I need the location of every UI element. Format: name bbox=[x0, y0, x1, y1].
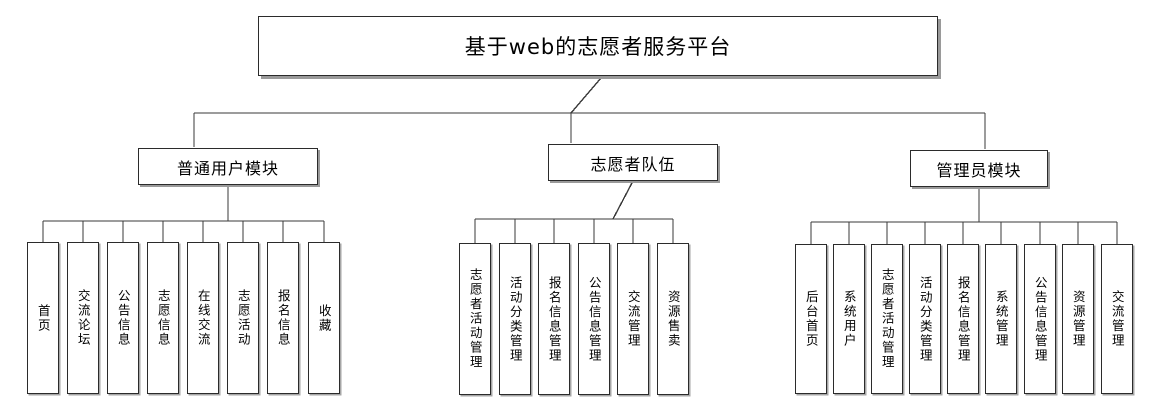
leaf-node-label: 报名信息 bbox=[275, 289, 291, 347]
leaf-node-label: 资源管理 bbox=[1070, 290, 1086, 348]
leaf-node-label: 资源售卖 bbox=[665, 290, 681, 348]
leaf-node[interactable]: 在线交流 bbox=[187, 242, 219, 394]
leaf-node-label: 系统管理 bbox=[993, 290, 1009, 348]
leaf-node[interactable]: 收藏 bbox=[308, 242, 340, 394]
wire-branch-1-drop bbox=[612, 180, 634, 220]
leaf-node-label: 公告信息管理 bbox=[586, 275, 602, 363]
leaf-node[interactable]: 后台首页 bbox=[795, 244, 827, 394]
root-node-label: 基于web的志愿者服务平台 bbox=[464, 35, 732, 59]
leaf-node-label: 交流管理 bbox=[625, 290, 641, 348]
leaf-node[interactable]: 首页 bbox=[27, 242, 59, 394]
leaf-node[interactable]: 交流管理 bbox=[617, 243, 649, 395]
leaf-node[interactable]: 交流论坛 bbox=[67, 242, 99, 394]
leaf-node[interactable]: 志愿信息 bbox=[147, 242, 179, 394]
leaf-node[interactable]: 公告信息 bbox=[107, 242, 139, 394]
leaf-node[interactable]: 公告信息管理 bbox=[578, 243, 610, 395]
leaf-node[interactable]: 公告信息管理 bbox=[1024, 244, 1056, 394]
leaf-node[interactable]: 志愿者活动管理 bbox=[459, 243, 491, 395]
leaf-node-label: 收藏 bbox=[316, 303, 332, 333]
branch-node-label: 普通用户模块 bbox=[176, 158, 279, 178]
leaf-node-label: 报名信息管理 bbox=[546, 275, 562, 363]
leaf-node[interactable]: 报名信息管理 bbox=[947, 244, 979, 394]
leaf-node-label: 系统用户 bbox=[841, 290, 857, 348]
leaf-node-label: 交流论坛 bbox=[75, 289, 91, 347]
leaf-node-label: 活动分类管理 bbox=[917, 275, 933, 363]
leaf-node-label: 公告信息管理 bbox=[1032, 275, 1048, 363]
branch-node-admin-module[interactable]: 管理员模块 bbox=[910, 150, 1048, 187]
leaf-node[interactable]: 资源售卖 bbox=[657, 243, 689, 395]
leaf-node-label: 交流管理 bbox=[1109, 290, 1125, 348]
wire-title-drop bbox=[570, 77, 602, 114]
leaf-node[interactable]: 活动分类管理 bbox=[909, 244, 941, 394]
leaf-node[interactable]: 系统用户 bbox=[833, 244, 865, 394]
leaf-node[interactable]: 志愿者活动管理 bbox=[871, 244, 903, 394]
branch-node-user-module[interactable]: 普通用户模块 bbox=[138, 148, 318, 185]
leaf-node-label: 报名信息管理 bbox=[955, 275, 971, 363]
leaf-node[interactable]: 志愿活动 bbox=[227, 242, 259, 394]
leaf-node-label: 首页 bbox=[35, 303, 51, 333]
leaf-node-label: 后台首页 bbox=[803, 290, 819, 348]
leaf-node-label: 公告信息 bbox=[115, 289, 131, 347]
leaf-node[interactable]: 系统管理 bbox=[985, 244, 1017, 394]
leaf-node-label: 在线交流 bbox=[195, 289, 211, 347]
branch-node-label: 管理员模块 bbox=[936, 160, 1022, 180]
leaf-node-label: 志愿者活动管理 bbox=[467, 268, 483, 370]
branch-node-label: 志愿者队伍 bbox=[590, 154, 676, 174]
leaf-node-label: 志愿者活动管理 bbox=[879, 268, 895, 370]
leaf-node[interactable]: 报名信息管理 bbox=[538, 243, 570, 395]
branch-node-volunteer-team[interactable]: 志愿者队伍 bbox=[548, 144, 718, 181]
leaf-node-label: 活动分类管理 bbox=[507, 275, 523, 363]
leaf-node[interactable]: 活动分类管理 bbox=[499, 243, 531, 395]
root-node-title[interactable]: 基于web的志愿者服务平台 bbox=[258, 16, 938, 76]
leaf-node[interactable]: 资源管理 bbox=[1062, 244, 1094, 394]
leaf-node[interactable]: 报名信息 bbox=[267, 242, 299, 394]
leaf-node-label: 志愿活动 bbox=[235, 289, 251, 347]
leaf-node-label: 志愿信息 bbox=[155, 289, 171, 347]
leaf-node[interactable]: 交流管理 bbox=[1101, 244, 1133, 394]
